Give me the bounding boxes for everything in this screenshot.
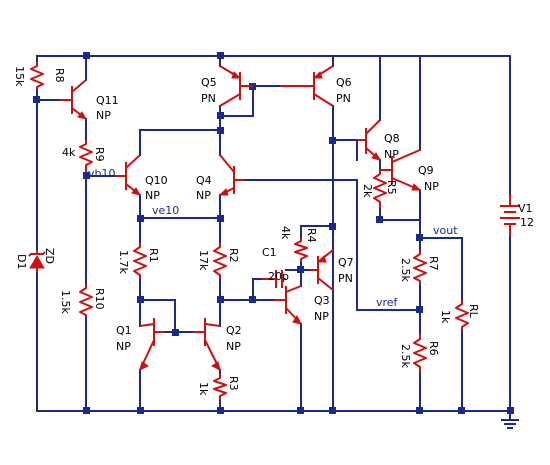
label-rl: RL [467,304,480,319]
label-q10: Q10 [145,174,168,187]
label-q7: Q7 [338,256,354,269]
label-c1: C1 [262,246,277,259]
resistor-r10[interactable] [79,284,93,318]
type-q3: NP [314,310,329,323]
transistor-q9[interactable] [380,149,422,191]
label-q2: Q2 [226,324,242,337]
resistor-r8[interactable] [30,62,44,90]
capacitor-c1[interactable] [262,270,286,288]
label-r4: R4 [305,228,318,243]
zener-diode-d1[interactable] [28,250,46,272]
transistor-q8[interactable] [357,119,382,161]
type-q11: NP [96,109,111,122]
resistor-r2[interactable] [213,243,227,279]
net-vout: vout [433,224,458,237]
resistor-r7[interactable] [413,250,427,284]
type-q2: NP [226,340,241,353]
label-q4: Q4 [196,174,212,187]
component-labels: R8 15k Q11 NP R9 4k vb10 Q10 NP ve10 Q4 … [13,66,534,396]
label-q8: Q8 [384,132,400,145]
ground-symbol [501,419,519,429]
voltage-source-v1[interactable] [500,194,520,236]
label-r6: R6 [427,341,440,356]
label-q1: Q1 [116,324,132,337]
net-ve10: ve10 [152,204,179,217]
label-q3: Q3 [314,294,330,307]
transistor-q4[interactable] [218,154,244,196]
transistor-q2[interactable] [193,318,221,371]
transistor-q11[interactable] [60,79,88,120]
transistor-q1[interactable] [139,318,164,371]
value-r4: 4k [279,226,292,240]
resistor-r9[interactable] [79,140,93,172]
resistor-r6[interactable] [413,334,427,372]
transistor-q3[interactable] [274,285,302,325]
value-r7: 2.5k [399,258,412,282]
type-q6: PN [336,92,351,105]
resistor-rl[interactable] [455,300,469,332]
resistor-r5[interactable] [373,170,387,208]
type-q5: PN [201,92,216,105]
net-vref: vref [376,296,399,309]
label-r10: R10 [93,288,106,310]
label-v1: V1 [518,202,533,215]
value-c1: 20p [268,270,289,283]
transistor-q6[interactable] [280,65,334,107]
value-r1: 1.7k [117,250,130,274]
resistor-r4[interactable] [294,238,308,262]
value-rl: 1k [439,310,452,324]
label-r8: R8 [53,68,66,83]
net-vb10: vb10 [88,167,116,180]
transistor-q10[interactable] [116,154,142,196]
value-v1: 12 [520,216,534,229]
label-q11: Q11 [96,94,119,107]
value-r3: 1k [197,382,210,396]
label-r3: R3 [227,376,240,391]
label-q5: Q5 [201,76,217,89]
label-r1: R1 [147,248,160,263]
value-r10: 1.5k [59,290,72,314]
resistor-r1[interactable] [133,243,147,279]
label-q6: Q6 [336,76,352,89]
value-r6: 2.5k [399,344,412,368]
label-r9: R9 [93,147,106,162]
label-r7: R7 [427,256,440,271]
label-r2: R2 [227,248,240,263]
label-d1: D1 [15,254,28,269]
value-r5: 2k [361,184,374,198]
type-q9: NP [424,180,439,193]
type-q7: PN [338,272,353,285]
type-q1: NP [116,340,131,353]
type-q4: NP [196,189,211,202]
type-q8: NP [384,148,399,161]
value-r9: 4k [62,146,76,159]
type-q10: NP [145,189,160,202]
value-d1: ZD [43,248,56,264]
label-r5: R5 [385,180,398,195]
transistor-q5[interactable] [219,65,253,107]
resistor-r3[interactable] [213,374,227,400]
wires [36,55,511,421]
label-q9: Q9 [418,164,434,177]
value-r2: 17k [197,250,210,271]
transistor-q7[interactable] [310,249,334,291]
value-r8: 15k [13,66,26,87]
